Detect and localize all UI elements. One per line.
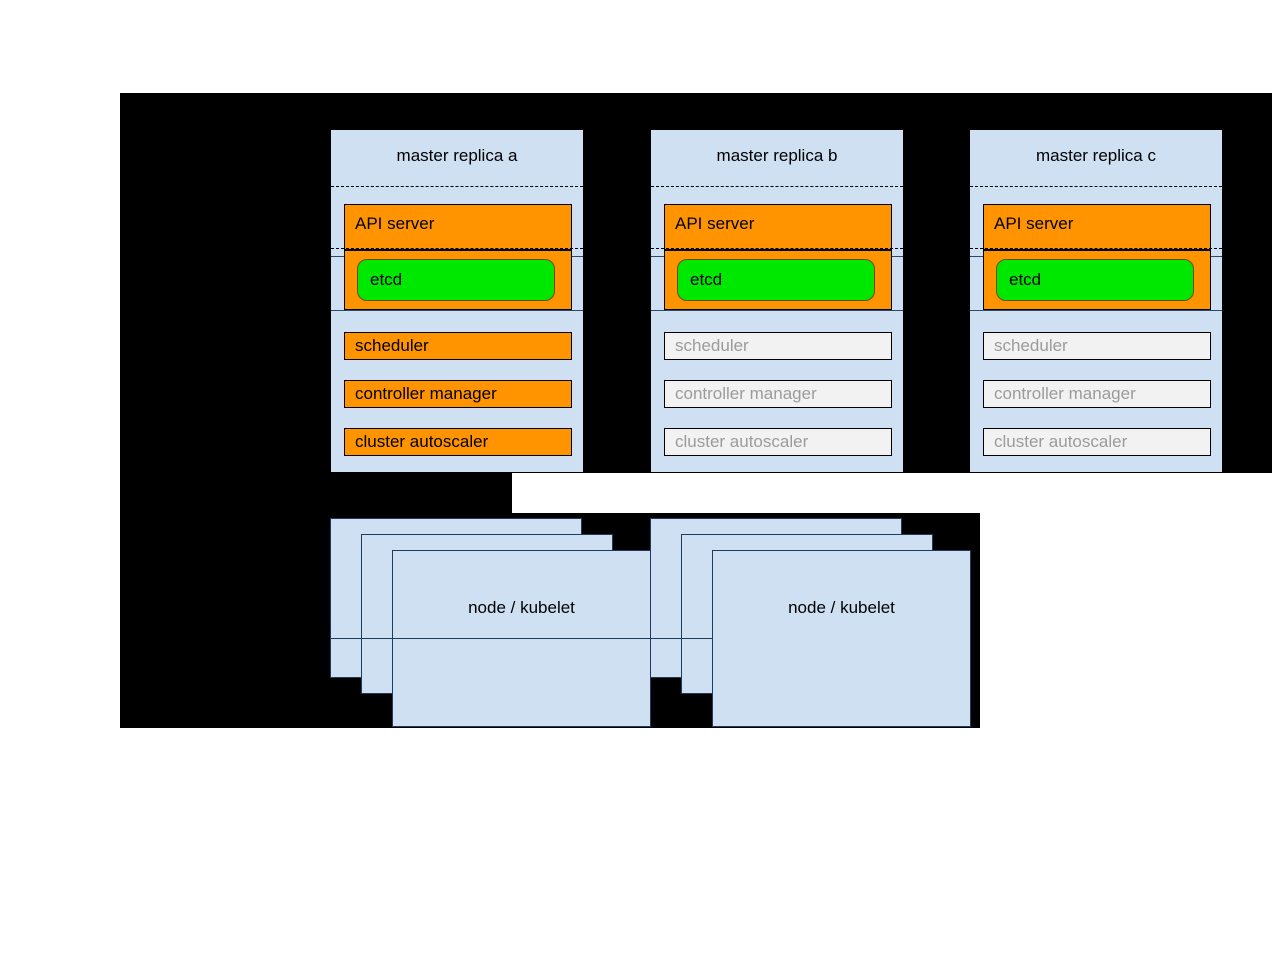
replica-a-controller-manager[interactable]: controller manager	[344, 380, 572, 408]
replica-b-api-server-label: API server	[675, 214, 755, 233]
master-replica-a[interactable]: master replica a API server etcd schedul…	[330, 129, 584, 473]
node-group-2-label: node / kubelet	[788, 598, 895, 617]
replica-c-etcd-container: etcd	[983, 250, 1211, 310]
replica-c-etcd[interactable]: etcd	[996, 259, 1194, 301]
replica-a-scheduler-label: scheduler	[355, 336, 429, 355]
replica-c-controller-manager-label: controller manager	[994, 384, 1136, 403]
replica-a-title-separator	[331, 186, 583, 187]
replica-c-api-etcd-dashed-separator	[970, 248, 1222, 249]
replica-b-title-separator	[651, 186, 903, 187]
replica-b-api-server[interactable]: API server	[664, 204, 892, 250]
replica-c-cluster-autoscaler-label: cluster autoscaler	[994, 432, 1128, 451]
replica-a-etcd-label: etcd	[370, 270, 403, 289]
replica-a-solid-separator-bottom	[331, 310, 583, 311]
replica-c-api-server[interactable]: API server	[983, 204, 1211, 250]
replica-c-controller-manager[interactable]: controller manager	[983, 380, 1211, 408]
replica-a-api-etcd-dashed-separator	[331, 248, 583, 249]
replica-c-api-server-label: API server	[994, 214, 1074, 233]
replica-b-api-etcd-dashed-separator	[651, 248, 903, 249]
replica-b-etcd-label: etcd	[690, 270, 723, 289]
replica-c-cluster-autoscaler[interactable]: cluster autoscaler	[983, 428, 1211, 456]
replica-c-scheduler-label: scheduler	[994, 336, 1068, 355]
node-group-2-card-front[interactable]: node / kubelet	[712, 550, 971, 727]
replica-b-title: master replica b	[716, 146, 838, 165]
replica-b-etcd[interactable]: etcd	[677, 259, 875, 301]
replica-c-solid-separator-bottom	[970, 310, 1222, 311]
replica-a-cluster-autoscaler-label: cluster autoscaler	[355, 432, 489, 451]
master-replica-b[interactable]: master replica b API server etcd schedul…	[650, 129, 904, 473]
replica-b-scheduler[interactable]: scheduler	[664, 332, 892, 360]
replica-a-title: master replica a	[396, 146, 518, 165]
replica-a-cluster-autoscaler[interactable]: cluster autoscaler	[344, 428, 572, 456]
replica-c-title-separator	[970, 186, 1222, 187]
replica-b-controller-manager-label: controller manager	[675, 384, 817, 403]
replica-a-controller-manager-label: controller manager	[355, 384, 497, 403]
node-group-1-card-front[interactable]: node / kubelet	[392, 550, 651, 727]
replica-b-cluster-autoscaler[interactable]: cluster autoscaler	[664, 428, 892, 456]
replica-b-solid-separator-bottom	[651, 310, 903, 311]
node-group-1-card-front-divider	[393, 638, 650, 639]
replica-a-api-server-label: API server	[355, 214, 435, 233]
replica-b-cluster-autoscaler-label: cluster autoscaler	[675, 432, 809, 451]
replica-a-scheduler[interactable]: scheduler	[344, 332, 572, 360]
backdrop-midleft	[120, 473, 512, 513]
replica-b-controller-manager[interactable]: controller manager	[664, 380, 892, 408]
replica-c-etcd-label: etcd	[1009, 270, 1042, 289]
replica-b-scheduler-label: scheduler	[675, 336, 749, 355]
replica-a-etcd[interactable]: etcd	[357, 259, 555, 301]
node-group-1-label: node / kubelet	[468, 598, 575, 617]
replica-c-scheduler[interactable]: scheduler	[983, 332, 1211, 360]
replica-c-title: master replica c	[1036, 146, 1156, 165]
replica-a-etcd-container: etcd	[344, 250, 572, 310]
replica-a-api-server[interactable]: API server	[344, 204, 572, 250]
master-replica-c[interactable]: master replica c API server etcd schedul…	[969, 129, 1223, 473]
replica-b-etcd-container: etcd	[664, 250, 892, 310]
